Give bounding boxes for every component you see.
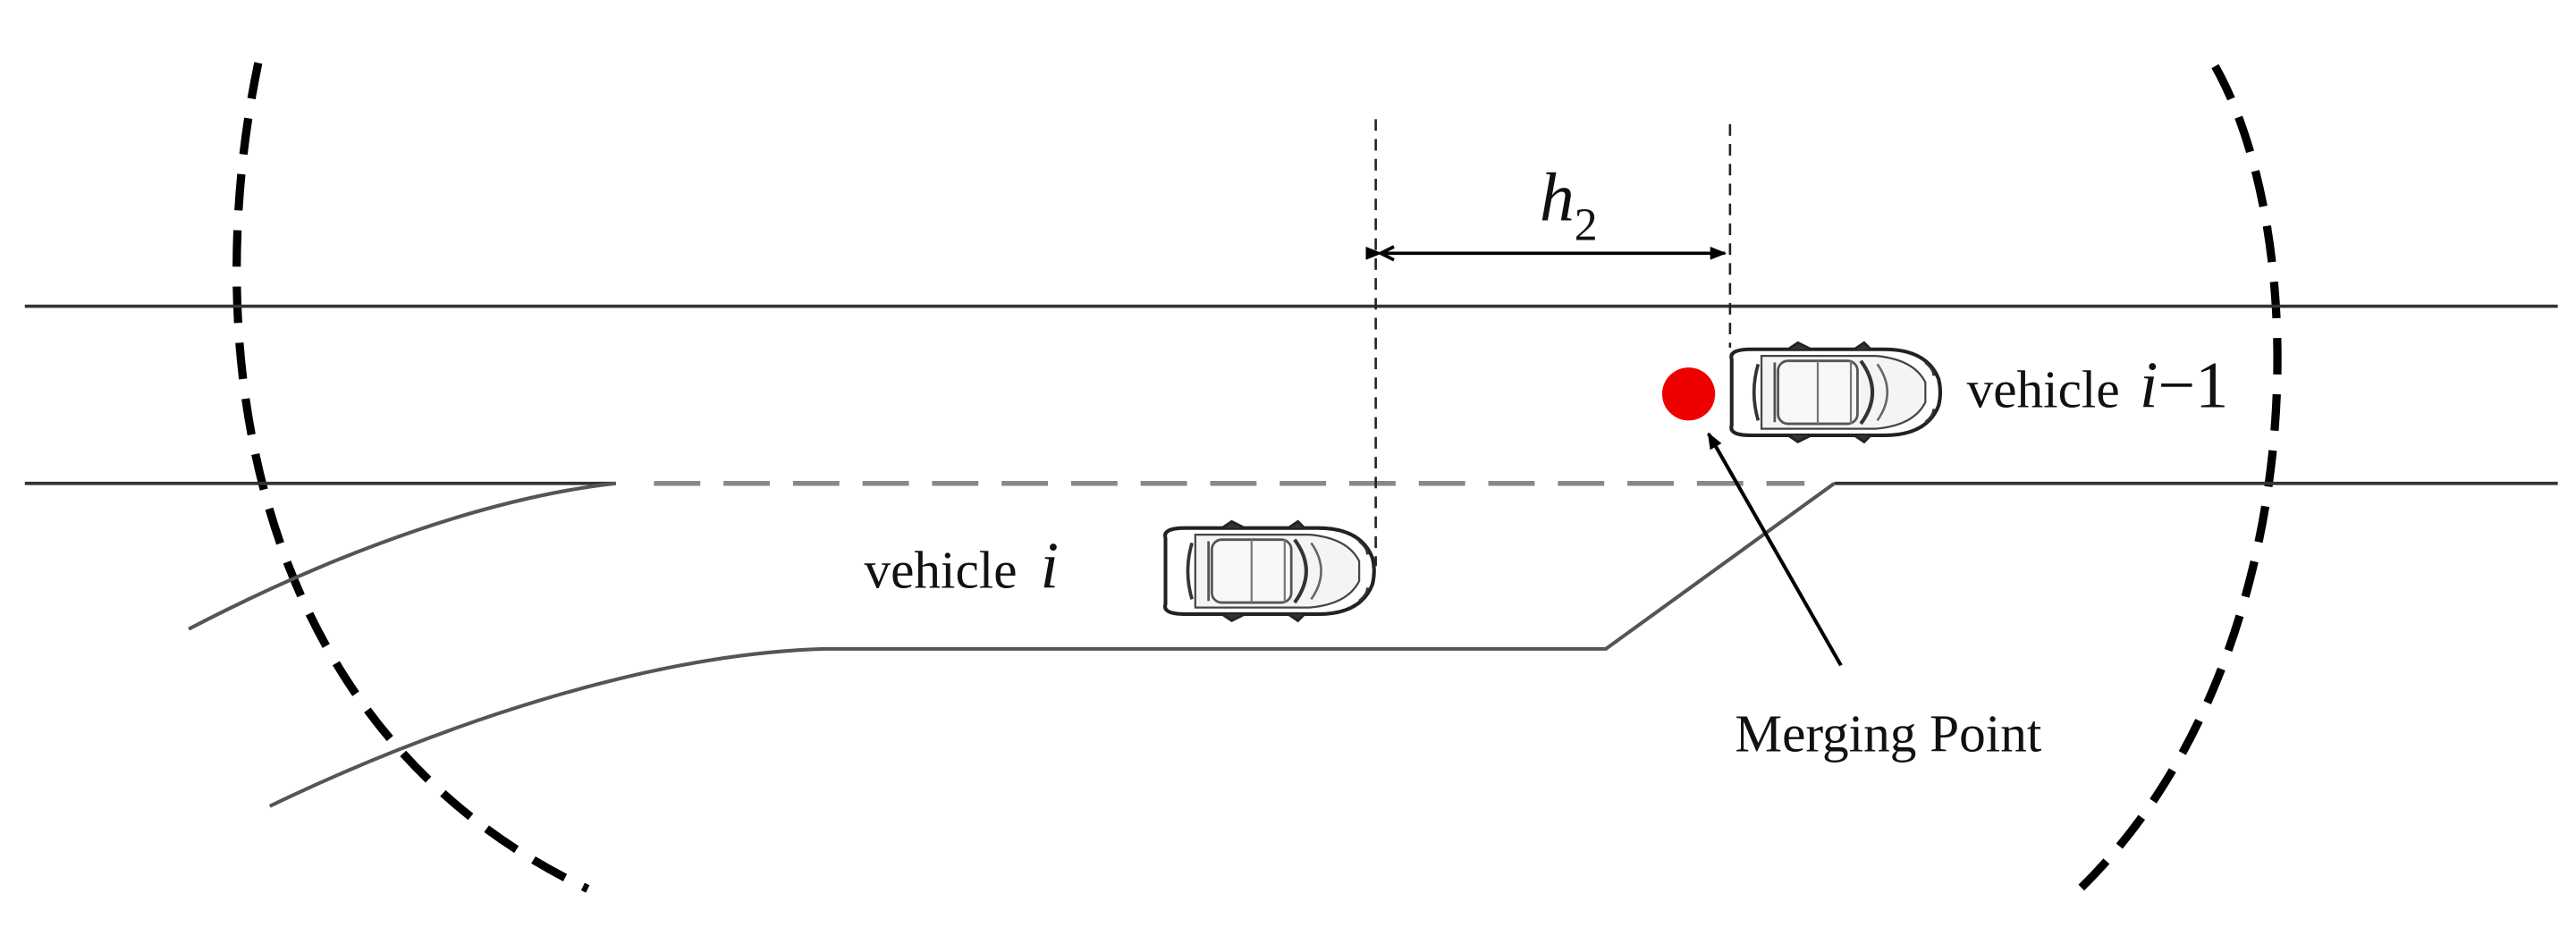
- left-boundary-arc: [232, 62, 590, 893]
- merging-point-label: Merging Point: [1735, 704, 2041, 763]
- merging-point-arrow: [1707, 432, 1843, 667]
- right-boundary-arc: [2066, 63, 2282, 902]
- ramp-lower-edge: [268, 482, 1836, 808]
- car-topdown-icon: [1165, 521, 1374, 620]
- car-topdown-icon: [1731, 342, 1940, 442]
- merging-point-marker: [1661, 367, 1716, 421]
- headway-label: h2: [1540, 158, 1598, 250]
- ramp-upper-edge: [188, 481, 616, 631]
